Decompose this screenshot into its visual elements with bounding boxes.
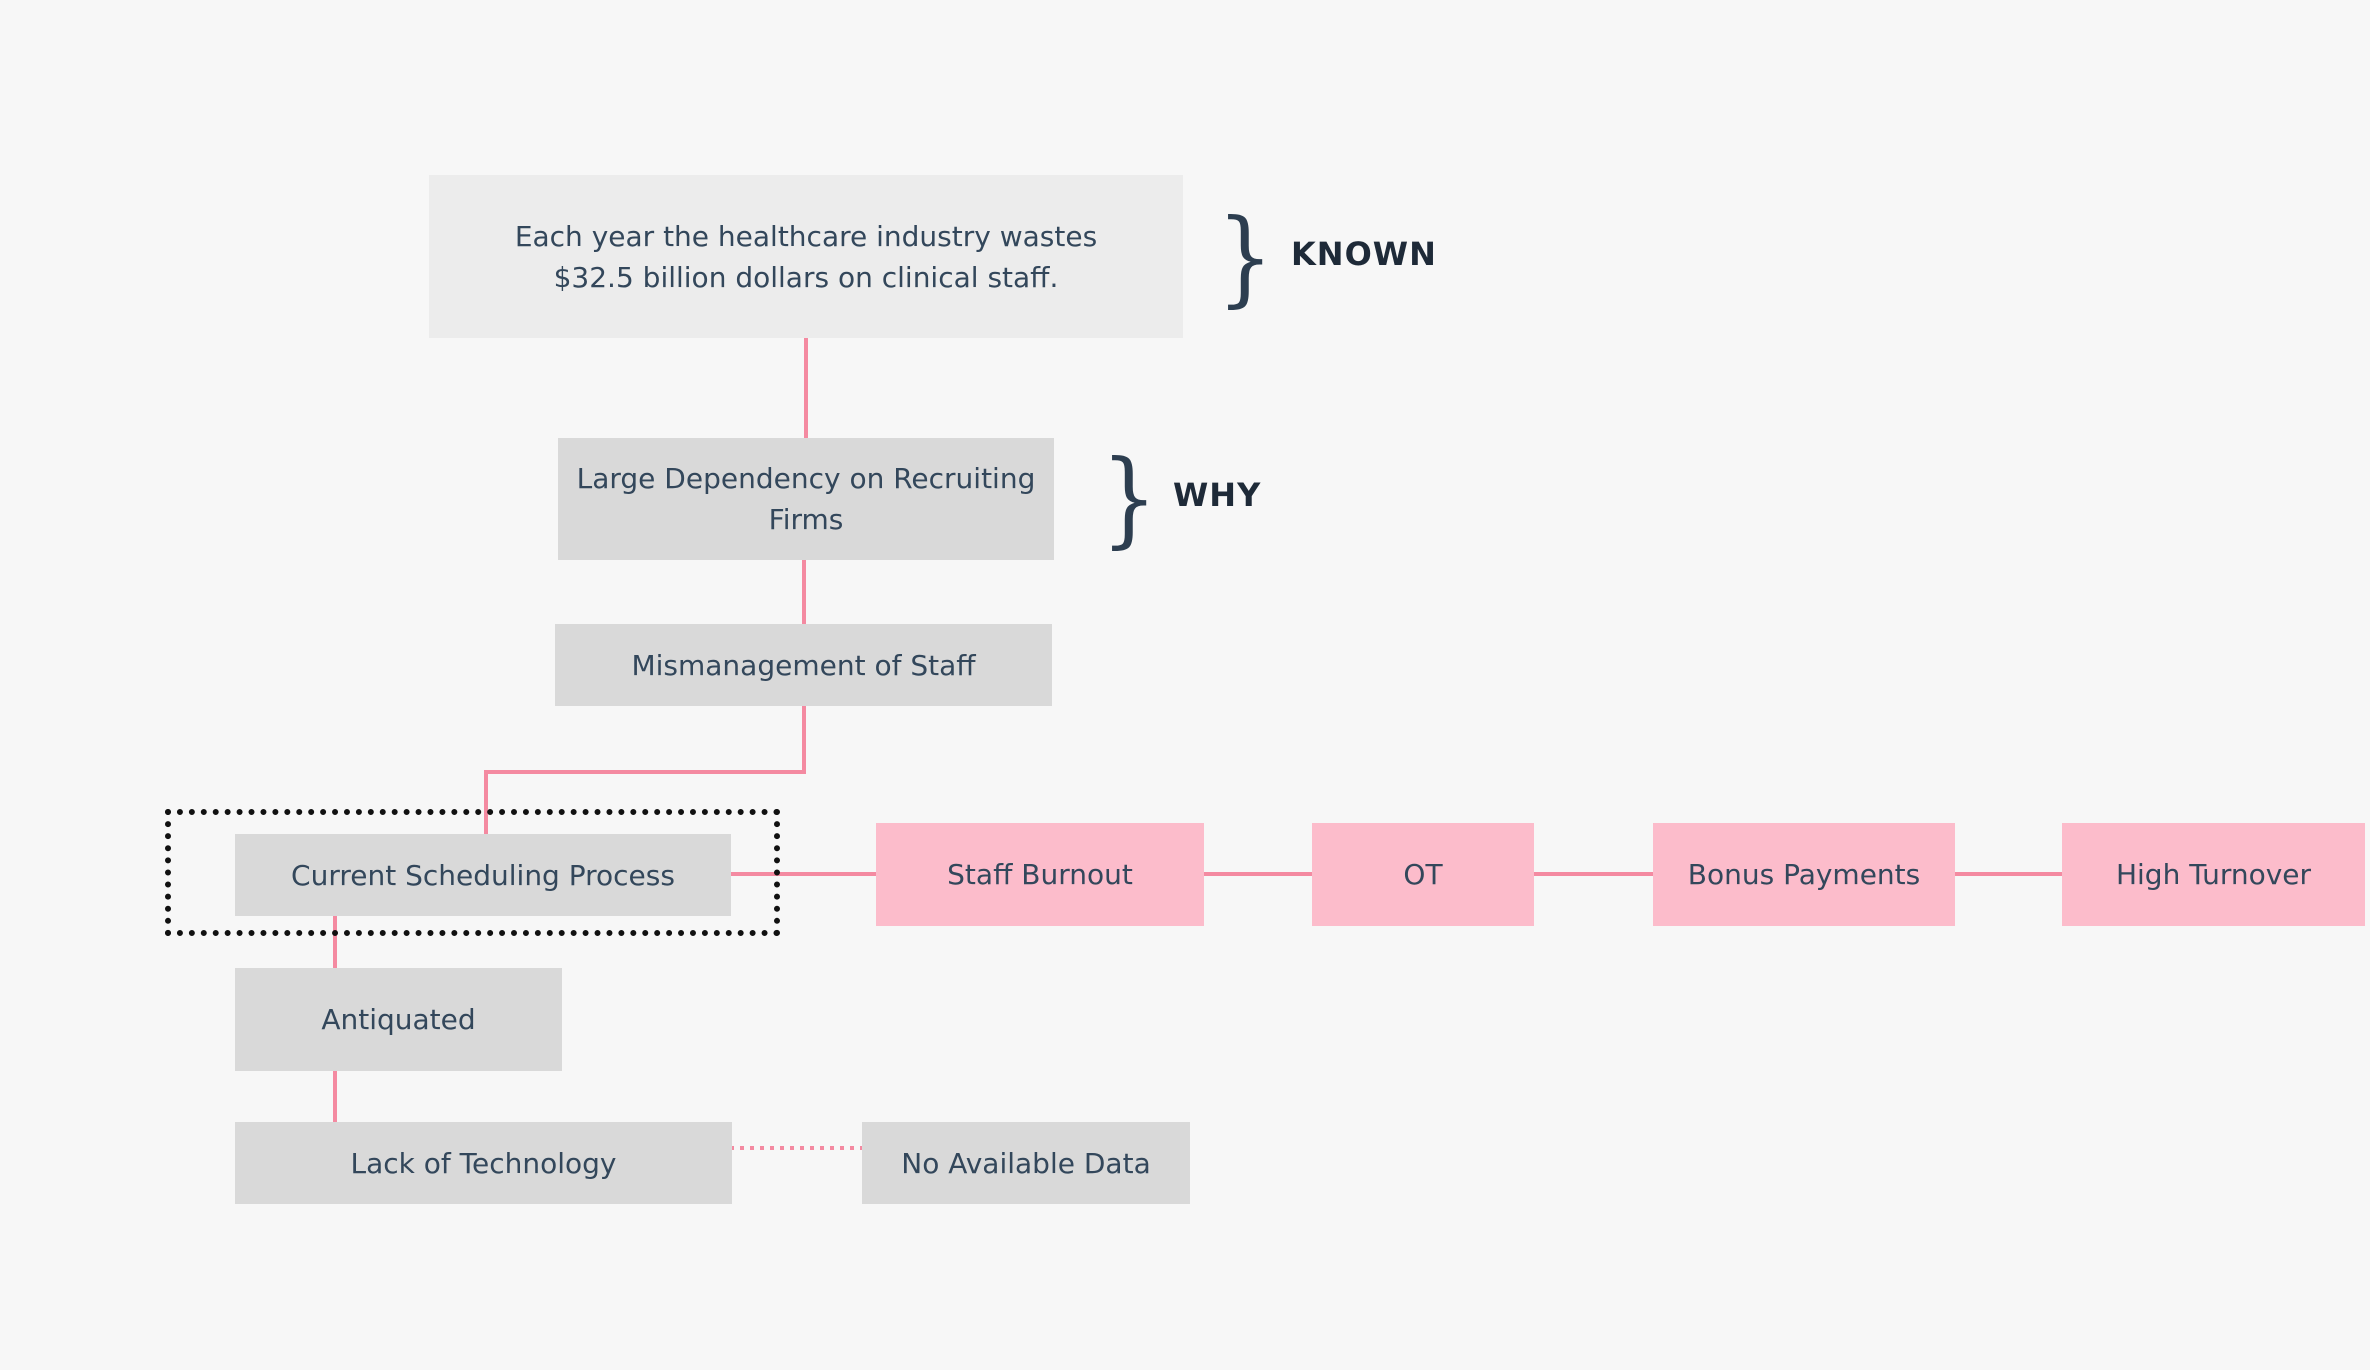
node-staff-burnout: Staff Burnout	[876, 823, 1204, 926]
node-current-scheduling-label: Current Scheduling Process	[291, 858, 675, 892]
node-annual-waste: Each year the healthcare industry wastes…	[429, 175, 1183, 338]
why-brace: }	[1100, 437, 1158, 559]
node-recruiting-dependency-line2: Firms	[768, 503, 844, 536]
known-brace: }	[1216, 196, 1274, 318]
node-annual-waste-line2: $32.5 billion dollars on clinical staff.	[553, 260, 1059, 294]
node-staff-burnout-label: Staff Burnout	[947, 858, 1133, 891]
why-label: WHY	[1173, 476, 1262, 514]
node-annual-waste-line1: Each year the healthcare industry wastes	[514, 219, 1098, 253]
known-label: KNOWN	[1291, 235, 1437, 273]
node-recruiting-dependency-line1: Large Dependency on Recruiting	[576, 462, 1036, 495]
node-recruiting-dependency: Large Dependency on Recruiting Firms	[558, 438, 1054, 560]
node-mismanagement: Mismanagement of Staff	[555, 624, 1052, 706]
node-current-scheduling: Current Scheduling Process	[235, 834, 731, 916]
node-ot: OT	[1312, 823, 1534, 926]
node-bonus-payments: Bonus Payments	[1653, 823, 1955, 926]
node-high-turnover: High Turnover	[2062, 823, 2365, 926]
node-ot-label: OT	[1403, 858, 1443, 891]
node-high-turnover-label: High Turnover	[2115, 858, 2312, 891]
node-bonus-payments-label: Bonus Payments	[1687, 858, 1921, 891]
node-lack-of-technology: Lack of Technology	[235, 1122, 732, 1204]
node-antiquated-label: Antiquated	[321, 1003, 476, 1036]
node-lack-of-technology-label: Lack of Technology	[350, 1146, 617, 1180]
node-antiquated: Antiquated	[235, 968, 562, 1071]
focus-frame	[165, 809, 780, 936]
node-no-available-data: No Available Data	[862, 1122, 1190, 1204]
node-no-available-data-label: No Available Data	[901, 1146, 1151, 1180]
node-mismanagement-label: Mismanagement of Staff	[631, 648, 976, 682]
